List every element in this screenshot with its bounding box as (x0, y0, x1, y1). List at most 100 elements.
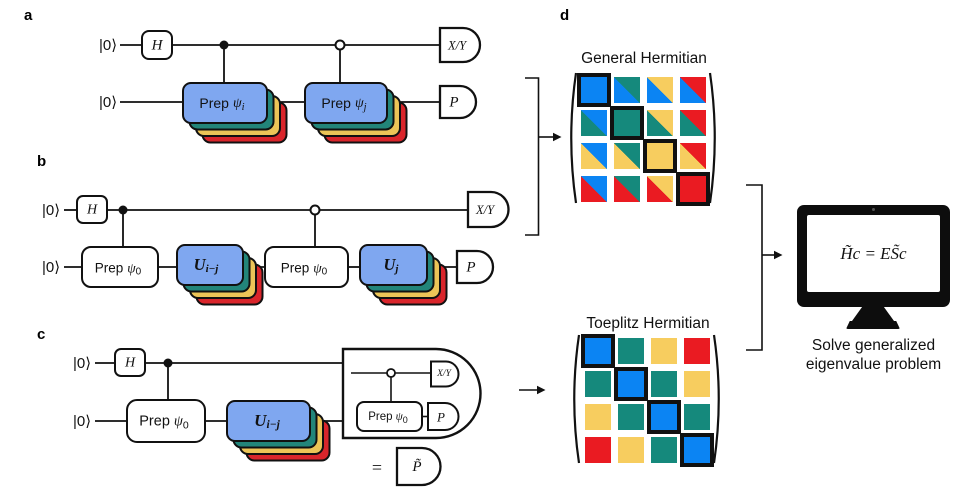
hadamard-label: H (124, 356, 136, 371)
general-cell-r3c3 (647, 143, 673, 169)
general-cell-r2c2 (614, 110, 640, 136)
u-text: U (194, 255, 207, 274)
measurement-p-label: P (465, 260, 475, 276)
monitor-screen: H̃c = ES̃c (807, 215, 940, 292)
prep-psi0-gate (126, 399, 206, 443)
circuit-c-wires (95, 362, 343, 422)
general-cell-r1c4 (680, 77, 706, 103)
left-parenthesis (568, 333, 581, 470)
control-dot-open (309, 204, 321, 216)
arrowhead (774, 250, 783, 260)
stack-card-blue (182, 82, 268, 124)
hadamard-gate (114, 348, 146, 377)
u-i-minus-j-label: Ui−j (194, 255, 220, 276)
general-hermitian-matrix (581, 77, 706, 202)
general-cell-r4c1 (581, 176, 607, 202)
stack-card-blue (176, 244, 244, 286)
ket0-label: |0⟩ (73, 413, 91, 430)
toeplitz-cell-r1c4 (684, 338, 710, 364)
left-parenthesis (565, 71, 578, 210)
measurement-p-label: P (436, 409, 445, 424)
toeplitz-cell-r4c4 (684, 437, 710, 463)
prep-text: Prep (199, 95, 229, 111)
monitor-base (846, 321, 900, 329)
prep-psi0-gate (81, 246, 159, 288)
general-cell-r4c2 (614, 176, 640, 202)
monitor: H̃c = ES̃c (797, 205, 950, 307)
prep-text: Prep (95, 260, 124, 275)
psi-text: ψ (355, 96, 364, 111)
panel-c-label: c (37, 326, 46, 343)
toeplitz-cell-r3c2 (618, 404, 644, 430)
right-parenthesis (708, 71, 721, 210)
arrowhead (553, 132, 562, 142)
control-dot-filled (163, 358, 173, 368)
measurement-p (438, 84, 478, 120)
general-cell-r3c2 (614, 143, 640, 169)
caption-line-2: eigenvalue problem (805, 355, 942, 373)
control-dot-open (386, 368, 396, 378)
general-cell-r2c4 (680, 110, 706, 136)
toeplitz-cell-r2c1 (585, 371, 611, 397)
psi-text: ψ (127, 260, 136, 275)
psi-text: ψ (174, 414, 184, 430)
prep-psi0-gate (264, 246, 349, 288)
right-parenthesis (712, 333, 725, 470)
bracket-circuits-ab (525, 77, 540, 236)
u-j-label: Uj (384, 255, 400, 276)
control-dot-filled (118, 205, 128, 215)
hadamard-gate (141, 30, 173, 60)
stack-card-blue (359, 244, 428, 286)
measurement-p (455, 249, 495, 285)
toeplitz-cell-r4c1 (585, 437, 611, 463)
psi-text: ψ (396, 411, 404, 423)
measurement-p-tilde (395, 446, 442, 487)
toeplitz-cell-r2c2 (618, 371, 644, 397)
ket0-label: |0⟩ (99, 37, 117, 54)
sub-imj-text: i−j (266, 419, 280, 431)
psi-text: ψ (313, 260, 322, 275)
u-i-minus-j-gate: Ui−j (176, 244, 264, 306)
general-cell-r2c3 (647, 110, 673, 136)
panel-d-label: d (560, 7, 570, 24)
measurement-p-label: P (448, 95, 458, 111)
ket0-label: |0⟩ (42, 202, 60, 219)
u-j-gate: Uj (359, 244, 448, 306)
measurement-xy (438, 26, 482, 64)
measurement-xy-label: X/Y (475, 203, 496, 217)
sub-0-text: 0 (322, 266, 328, 277)
toeplitz-cell-r3c4 (684, 404, 710, 430)
control-dot-open (334, 39, 346, 51)
general-hermitian-title: General Hermitian (581, 50, 707, 67)
toeplitz-hermitian-title: Toeplitz Hermitian (586, 315, 710, 332)
general-cell-r1c2 (614, 77, 640, 103)
arrowhead (537, 385, 546, 395)
general-cell-r1c3 (647, 77, 673, 103)
monitor-caption: Solve generalized eigenvalue problem (786, 337, 961, 375)
hadamard-gate (76, 195, 108, 224)
sub-imj-text: i−j (206, 263, 220, 275)
hadamard-label: H (151, 38, 164, 54)
monitor-stand (852, 307, 894, 321)
toeplitz-cell-r4c3 (651, 437, 677, 463)
webcam-dot-icon (872, 208, 875, 211)
equals-sign: = (372, 458, 382, 478)
panel-b-label: b (37, 153, 47, 170)
general-cell-r4c3 (647, 176, 673, 202)
u-i-minus-j-gate: Ui−j (226, 400, 331, 462)
sub-j-text: j (393, 263, 399, 275)
general-cell-r3c1 (581, 143, 607, 169)
ket0-label: |0⟩ (73, 355, 91, 372)
u-i-minus-j-label: Ui−j (254, 411, 280, 432)
general-cell-r2c1 (581, 110, 607, 136)
